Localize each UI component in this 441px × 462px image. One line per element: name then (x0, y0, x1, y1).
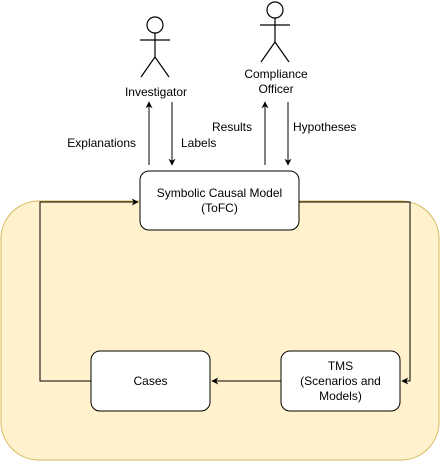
process-region (0, 200, 440, 461)
cases-to-scm-edge (39, 198, 139, 382)
investigator-actor-icon (140, 16, 170, 78)
compliance-officer-label-line2: Officer (258, 82, 293, 96)
symbolic-causal-model-node (139, 170, 300, 231)
compliance-officer-actor-icon (260, 1, 290, 63)
compliance-officer-label-line1: Compliance (244, 67, 308, 81)
scm-to-tms-edge (299, 201, 411, 385)
explanations-label: Explanations (67, 136, 136, 150)
hypotheses-label: Hypotheses (293, 120, 356, 134)
cases-text: Cases (133, 373, 168, 388)
investigator-label: Investigator (125, 85, 187, 99)
labels-label: Labels (181, 136, 216, 150)
results-label: Results (212, 120, 252, 134)
symbolic-causal-model-text: Symbolic Causal Model (ToFC) (156, 185, 283, 215)
tms-text: TMS (Scenarios and Models) (300, 358, 381, 403)
